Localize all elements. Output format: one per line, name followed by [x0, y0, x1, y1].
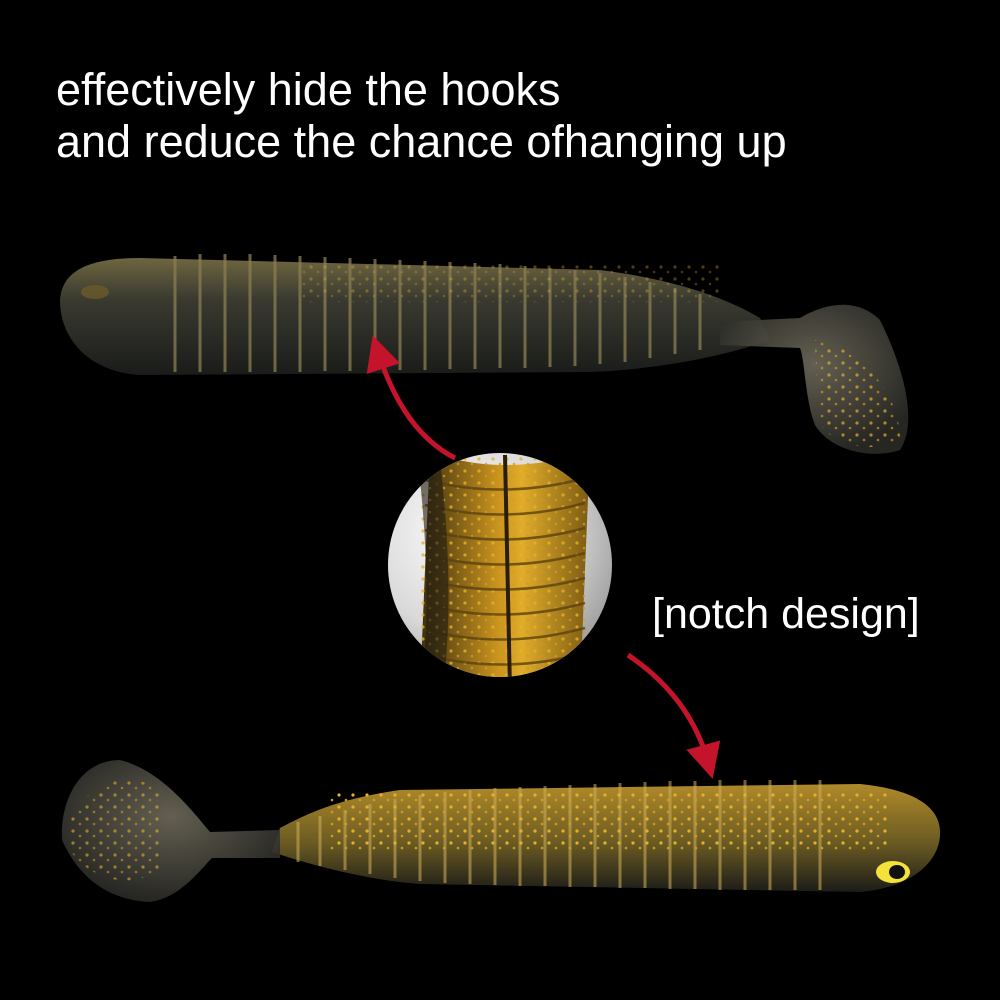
caption-line-2: and reduce the chance ofhanging up	[56, 116, 787, 167]
arrow-to-top-lure	[366, 335, 457, 461]
arrow-to-bottom-lure	[626, 652, 721, 779]
notch-design-label: [notch design]	[652, 590, 920, 638]
lure-bottom	[61, 760, 941, 902]
lure-top	[60, 254, 909, 454]
caption-line-1: effectively hide the hooks	[56, 64, 561, 115]
lure-eye	[876, 861, 910, 883]
notch-zoom-inset	[388, 453, 612, 677]
headline-caption: effectively hide the hooks and reduce th…	[56, 64, 787, 168]
